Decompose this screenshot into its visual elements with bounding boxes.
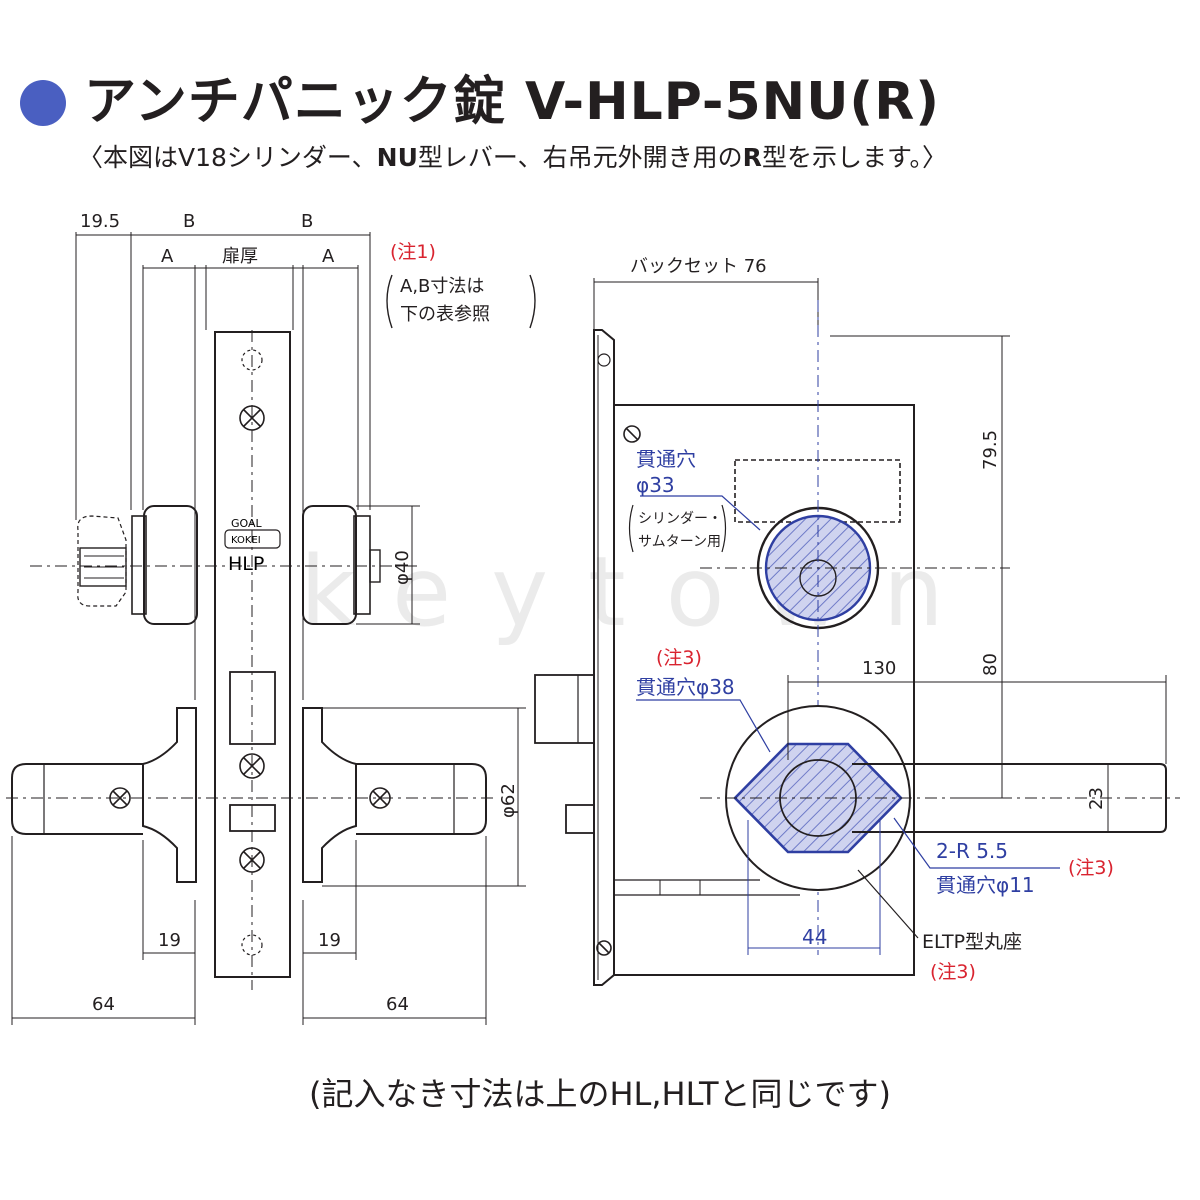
lever-rosette-right [302, 707, 357, 883]
page-subtitle: 〈本図はV18シリンダー、NU型レバー、右吊元外開き用のR型を示します。〉 [78, 140, 947, 176]
note1-tag: (注1) [390, 241, 436, 263]
front-top-dimensions [75, 232, 371, 700]
page-title: アンチパニック錠 V-HLP-5NU(R) [84, 72, 940, 132]
dead-latch [565, 804, 595, 834]
subtitle-open: 〈本図はV18シリンダー、 [78, 143, 377, 172]
leader-rosette [857, 869, 919, 939]
cylinder-left [143, 505, 198, 625]
plate-brand-text: GOAL [231, 517, 263, 530]
hole33-label-line1: 貫通穴 [636, 447, 696, 471]
lever-handle-right [356, 763, 487, 835]
r55-label: 2-R 5.5 [936, 839, 1008, 863]
note3-b: (注3) [1068, 857, 1114, 879]
side-lever-handle [852, 763, 1167, 833]
dim-80: 80 [980, 653, 1001, 676]
hole33-note1: シリンダー・ [638, 511, 722, 527]
subtitle-nu: NU [376, 143, 418, 172]
leader-hole11 [893, 817, 1060, 869]
note1-bracket-right [529, 274, 536, 329]
hole11-label: 貫通穴φ11 [936, 873, 1035, 897]
thumbturn-grip [79, 547, 127, 587]
dim-44: 44 [802, 925, 827, 949]
case-screw-icon-bottom [596, 940, 612, 956]
dim-19-right: 19 [318, 930, 341, 951]
note3-a: (注3) [656, 647, 702, 669]
screw-icon-1 [239, 405, 265, 431]
dim-phi62: φ62 [498, 783, 519, 818]
subtitle-r: R [742, 143, 762, 172]
side-view [534, 278, 1180, 986]
cylinder-right [302, 505, 357, 625]
note1-bracket-left [386, 274, 393, 329]
dim-door-thickness: 扉厚 [222, 246, 258, 267]
dim-64-left: 64 [92, 994, 115, 1015]
note1-line1: A,B寸法は [400, 276, 484, 297]
note3-c: (注3) [930, 961, 976, 983]
leader-hole33 [640, 495, 761, 531]
note1-line2: 下の表参照 [400, 304, 490, 325]
screw-hole-top [241, 349, 263, 371]
case-screw-icon-top [623, 425, 641, 443]
front-view [6, 232, 536, 1025]
dim-a-right: A [322, 246, 335, 267]
hole33-note2: サムターン用 [638, 534, 721, 550]
lever-handle-left [11, 763, 143, 835]
screw-icon-2 [239, 753, 265, 779]
brand-badge [224, 529, 281, 549]
title-bullet-icon [20, 80, 66, 126]
leader-hole38 [636, 699, 771, 753]
deadbolt-window [229, 804, 276, 832]
dim-79-5: 79.5 [980, 430, 1001, 470]
cylinder-left-ring [131, 515, 147, 615]
dim-23: 23 [1086, 787, 1107, 810]
dim-19-5: 19.5 [80, 211, 120, 232]
latch-window [229, 671, 276, 745]
dim-19-left: 19 [158, 930, 181, 951]
subtitle-lever: 型レバー、右吊元外開き用の [417, 143, 743, 172]
screw-hole-bottom [241, 934, 263, 956]
hole33-label-line2: φ33 [636, 473, 675, 497]
side-face-plate [593, 329, 615, 986]
screw-icon-3 [239, 847, 265, 873]
dim-130: 130 [862, 658, 896, 679]
plate-badge-text: KOKEI [231, 535, 261, 546]
dim-64-right: 64 [386, 994, 409, 1015]
dim-backset: バックセット 76 [630, 256, 767, 277]
subtitle-close: 型を示します。〉 [761, 143, 947, 172]
hole38-label: 貫通穴φ38 [636, 675, 735, 699]
dim-a-left: A [161, 246, 174, 267]
cam-slot-outline [734, 459, 901, 523]
rosette-label: ELTP型丸座 [922, 931, 1022, 953]
dim-b-left: B [183, 211, 195, 232]
dim-phi40: φ40 [392, 550, 413, 585]
plate-model-text: HLP [228, 553, 264, 575]
footer-note: (記入なき寸法は上のHL,HLTと同じです) [308, 1075, 892, 1113]
dim-b-right: B [301, 211, 313, 232]
thumbturn-outline [77, 515, 127, 607]
lock-case-body [613, 404, 915, 976]
lever-rosette-left [142, 707, 197, 883]
latch-bolt [534, 674, 595, 744]
